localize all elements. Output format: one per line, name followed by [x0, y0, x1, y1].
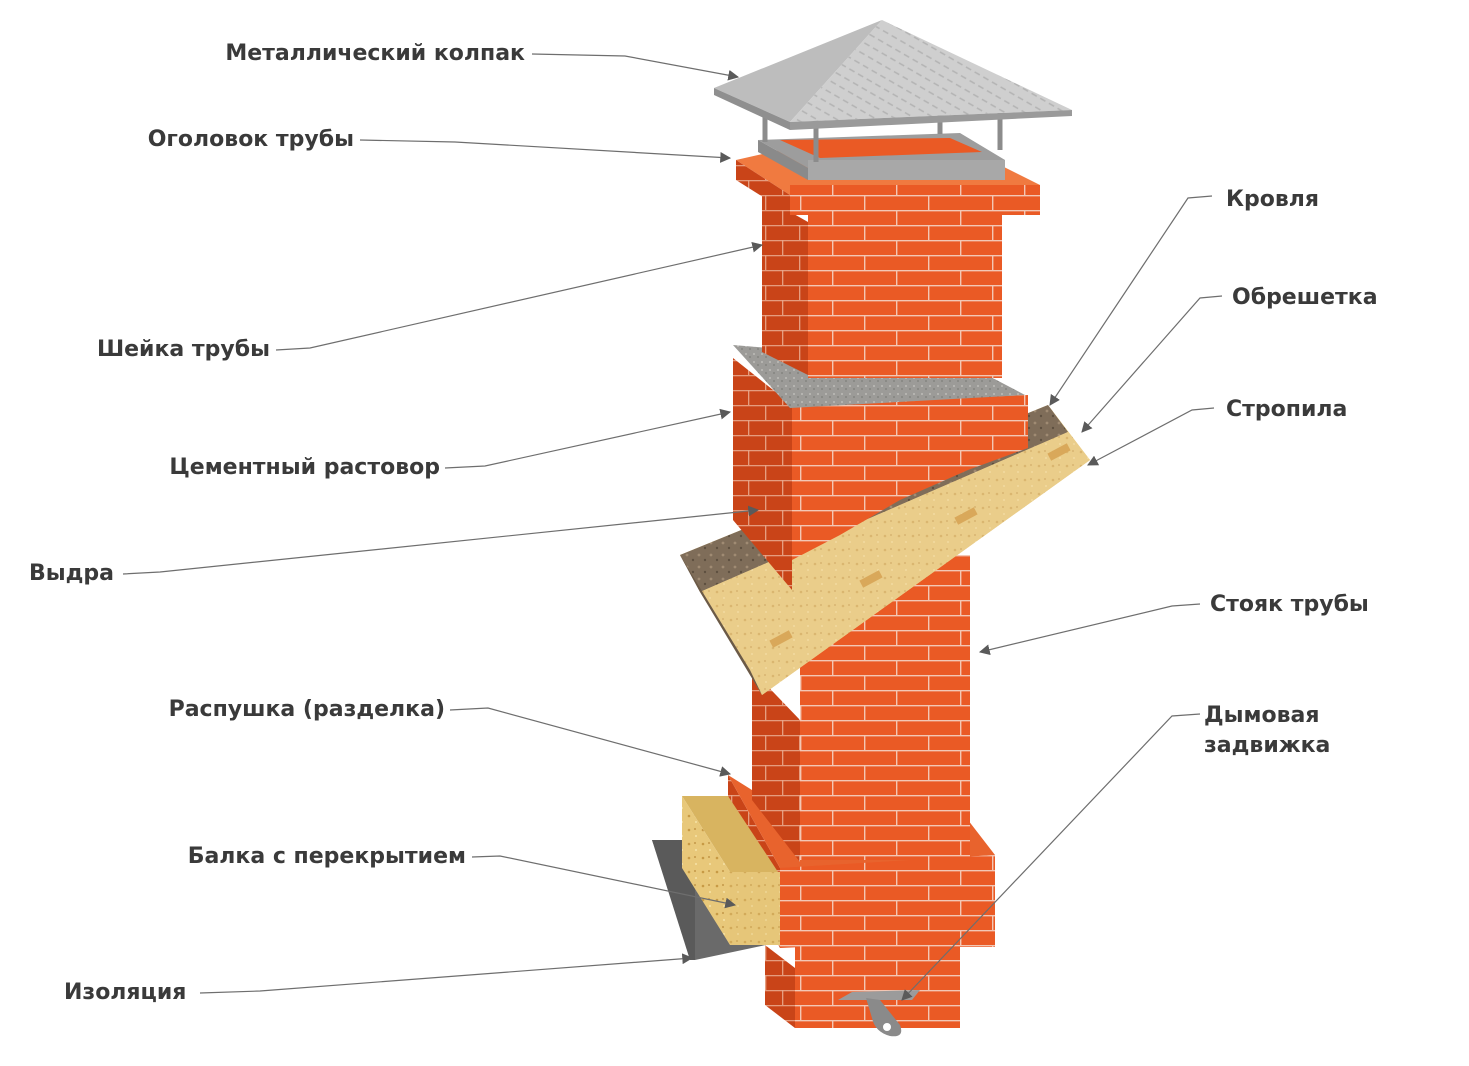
label-otter: Выдра: [29, 561, 115, 586]
label-damper-line2: задвижка: [1204, 733, 1331, 758]
label-fluff: Распушка (разделка): [168, 697, 445, 722]
label-chimney-head: Оголовок трубы: [147, 127, 354, 152]
label-lathing: Обрешетка: [1232, 285, 1378, 310]
label-metal-cap: Металлический колпак: [225, 41, 525, 66]
chimney-neck: [762, 196, 1002, 378]
label-riser: Стояк трубы: [1210, 592, 1369, 617]
label-roofing: Кровля: [1226, 187, 1320, 212]
pyramid-cap-icon: [714, 20, 1072, 130]
label-chimney-neck: Шейка трубы: [96, 337, 270, 362]
label-insulation: Изоляция: [64, 980, 187, 1005]
beam-with-floor: [652, 796, 780, 960]
label-rafters: Стропила: [1226, 397, 1348, 422]
label-damper-line1: Дымовая: [1204, 703, 1320, 728]
damper-handle-icon: [838, 990, 920, 1037]
label-cement-mortar: Цементный растовор: [169, 455, 440, 480]
chimney-head: [736, 108, 1040, 215]
label-beam: Балка с перекрытием: [187, 844, 466, 869]
leader-lines: [122, 53, 1223, 1001]
